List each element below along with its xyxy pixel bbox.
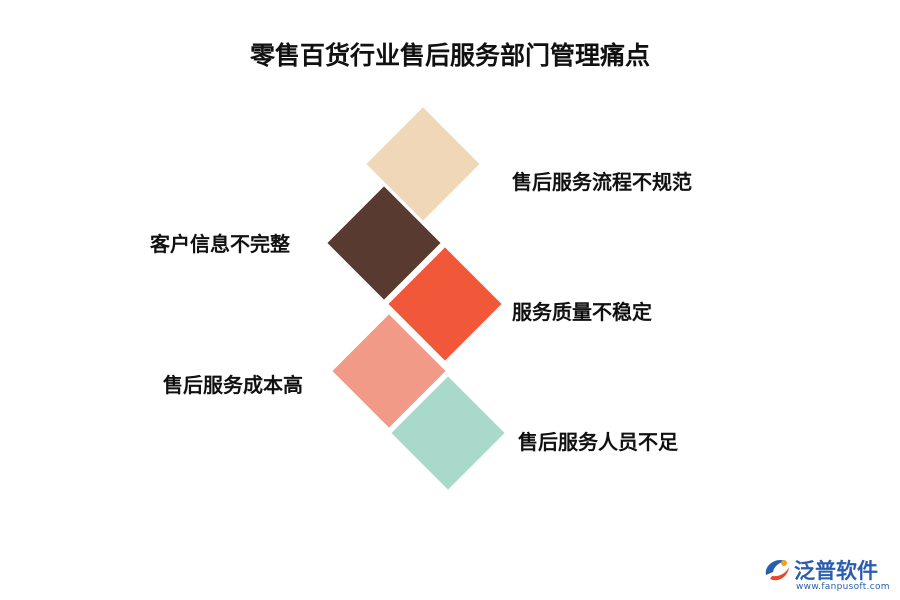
diagram-title: 零售百货行业售后服务部门管理痛点 [249, 41, 650, 70]
label-2: 客户信息不完整 [150, 232, 290, 256]
fanpu-logo-icon [765, 559, 789, 581]
logo-name: 泛普软件 [794, 559, 878, 583]
label-1: 售后服务流程不规范 [512, 170, 692, 194]
label-5: 售后服务人员不足 [518, 430, 678, 454]
fanpu-logo: 泛普软件 www.fanpusoft.com [760, 553, 895, 593]
label-4: 售后服务成本高 [163, 373, 303, 397]
label-3: 服务质量不稳定 [512, 300, 652, 324]
logo-url: www.fanpusoft.com [796, 582, 890, 592]
